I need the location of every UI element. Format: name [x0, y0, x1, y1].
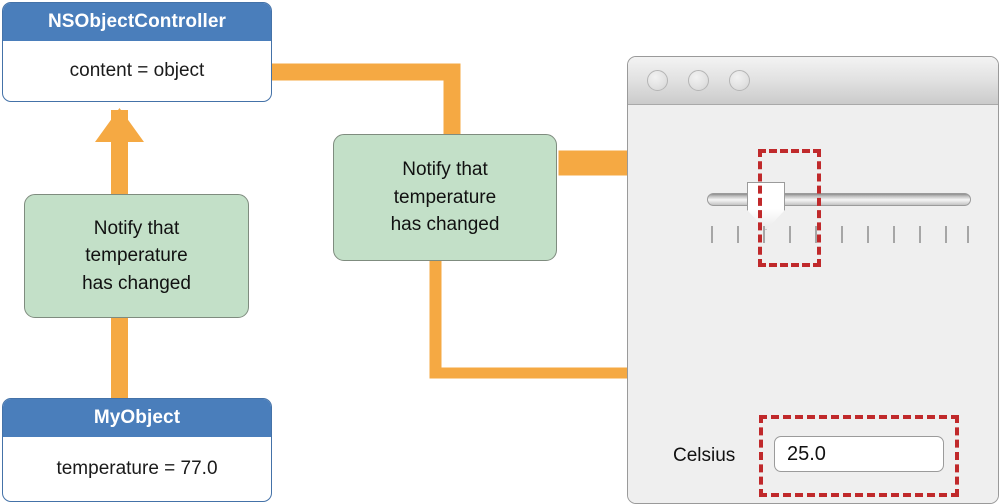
slider-tick	[893, 226, 895, 243]
slider-tick	[711, 226, 713, 243]
nsobjectcontroller-content: content = object	[69, 60, 205, 81]
note-controller-to-ui: Notify that temperature has changed	[333, 134, 557, 261]
celsius-input[interactable]: 25.0	[774, 436, 944, 472]
myobject-title: MyObject	[3, 399, 271, 437]
slider-tick	[789, 226, 791, 243]
app-window: Celsius 25.0	[627, 56, 999, 504]
slider-tick	[919, 226, 921, 243]
note-object-to-controller: Notify that temperature has changed	[24, 194, 249, 318]
celsius-label: Celsius	[673, 445, 736, 466]
slider-tick	[967, 226, 969, 243]
slider-track[interactable]	[707, 193, 971, 206]
minimize-icon[interactable]	[688, 70, 709, 91]
controller-to-note-arrow	[272, 63, 461, 140]
zoom-icon[interactable]	[729, 70, 750, 91]
celsius-highlight-box	[759, 415, 959, 497]
temperature-slider[interactable]	[707, 182, 971, 245]
slider-tick	[737, 226, 739, 243]
myobject-content: temperature = 77.0	[56, 458, 218, 479]
close-icon[interactable]	[647, 70, 668, 91]
window-content: Celsius 25.0	[628, 105, 998, 503]
nsobjectcontroller-title: NSObjectController	[3, 3, 271, 41]
slider-tick	[945, 226, 947, 243]
nsobjectcontroller-box: NSObjectController content = object	[2, 2, 272, 102]
myobject-box: MyObject temperature = 77.0	[2, 398, 272, 502]
window-titlebar[interactable]	[628, 57, 998, 105]
slider-tick	[815, 226, 817, 243]
slider-tick	[763, 226, 765, 243]
slider-tick	[841, 226, 843, 243]
slider-highlight-box	[758, 149, 821, 267]
slider-tick	[867, 226, 869, 243]
